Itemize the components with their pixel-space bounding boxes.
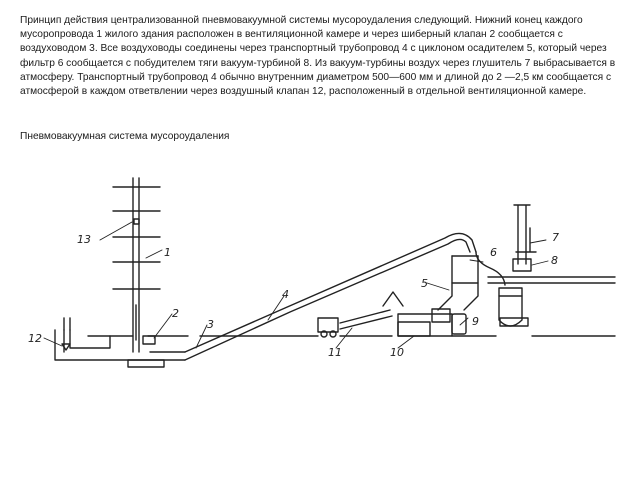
label-7: 7: [552, 231, 559, 244]
description-paragraph: Принцип действия централизованной пневмо…: [20, 15, 616, 98]
transport-pipeline: [149, 232, 477, 361]
label-12: 12: [28, 332, 42, 345]
label-13: 13: [77, 233, 91, 246]
ventilation-chamber: [54, 317, 186, 368]
label-3: 3: [207, 318, 214, 331]
filter-turbine-muffler: [475, 204, 537, 327]
cyclone-separator: [437, 255, 479, 311]
label-6: 6: [490, 246, 497, 259]
building-chute: [112, 177, 161, 353]
figure-caption: Пневмовакуумная система мусороудаления: [20, 131, 230, 142]
system-diagram: 1 2 3 4 5 6 7 8 9 10 11 12 13: [0, 150, 640, 380]
label-11: 11: [328, 346, 342, 359]
label-5: 5: [421, 277, 428, 290]
label-10: 10: [390, 346, 404, 359]
label-1: 1: [164, 246, 171, 259]
service-floor: [487, 276, 616, 284]
bunker-and-container: [397, 308, 467, 337]
label-2: 2: [172, 307, 179, 320]
leader-lines: [43, 221, 549, 349]
truck-conveyor: [317, 291, 404, 338]
label-9: 9: [472, 315, 479, 328]
label-4: 4: [282, 288, 289, 301]
label-8: 8: [551, 254, 558, 267]
